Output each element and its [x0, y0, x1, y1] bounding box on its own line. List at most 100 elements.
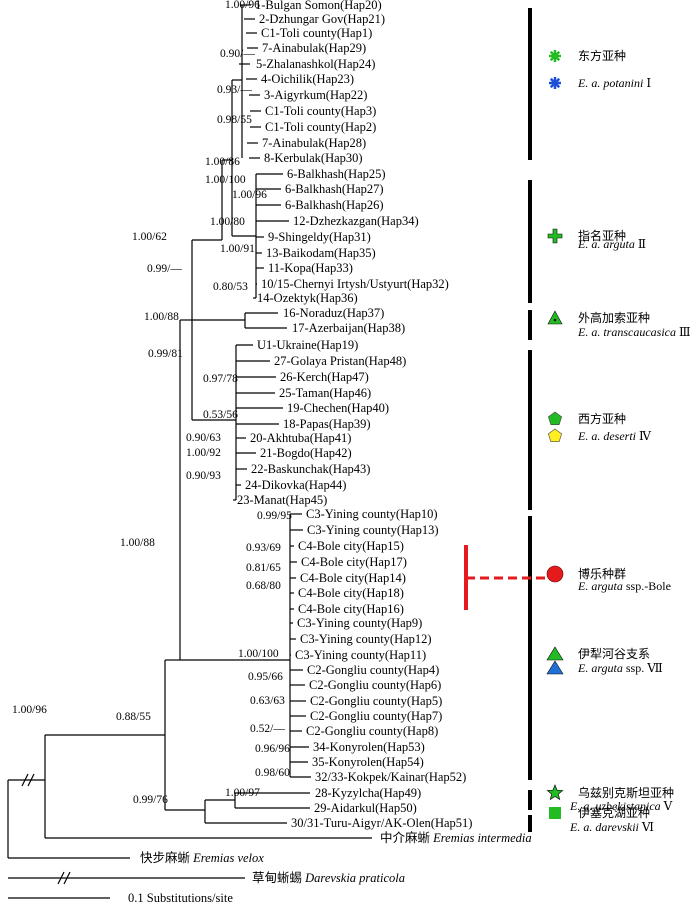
pentagon-icon — [547, 428, 563, 442]
tip-label: C1-Toli county(Hap2) — [265, 120, 376, 134]
asterisk-icon — [549, 50, 561, 62]
tip-label: 2-Dzhungar Gov(Hap21) — [259, 12, 385, 26]
group-latin-name: E. a. potanini Ⅰ — [577, 76, 651, 90]
tip-label: 20-Akhtuba(Hap41) — [250, 431, 351, 445]
tip-label: 14-Ozektyk(Hap36) — [257, 291, 358, 305]
group-roman-number: Ⅶ — [644, 661, 663, 675]
group-latin-name: E. a. uzbekistanica Ⅴ — [569, 799, 673, 813]
group-roman-number: Ⅵ — [639, 820, 654, 834]
group-latin-binomial: E. a. potanini — [577, 76, 643, 90]
support-value: 0.99/— — [147, 263, 182, 275]
support-value: 0.88/55 — [116, 711, 151, 723]
support-values: 1.00/960.90/—0.93/—0.98/551.00/861.00/10… — [12, 0, 292, 806]
tip-label: 23-Manat(Hap45) — [237, 493, 327, 507]
outgroup-label: 草甸蜥蜴 Darevskia praticola — [252, 870, 405, 885]
circle-icon — [546, 565, 564, 583]
group-latin-binomial: E. arguta — [577, 579, 623, 593]
group-latin-binomial: E. a. transcaucasica — [577, 325, 676, 339]
tip-label: 3-Aigyrkum(Hap22) — [264, 88, 367, 102]
support-value: 1.00/96 — [12, 704, 47, 716]
support-value: 1.00/92 — [186, 447, 221, 459]
group-roman-number: Ⅰ — [643, 76, 651, 90]
outgroup-chinese: 中介麻蜥 — [380, 830, 433, 845]
scale-bar-label: 0.1 Substitutions/site — [128, 891, 233, 905]
group-roman-number: Ⅱ — [635, 237, 646, 251]
tip-label: 24-Dikovka(Hap44) — [245, 478, 346, 492]
tip-label: 6-Balkhash(Hap27) — [285, 182, 384, 196]
star-icon — [546, 784, 564, 801]
tip-label: 9-Shingeldy(Hap31) — [268, 230, 371, 244]
triangle-icon — [546, 660, 564, 675]
tip-label: C2-Gongliu county(Hap7) — [310, 709, 442, 723]
tip-label: C4-Bole city(Hap16) — [298, 602, 404, 616]
triangle-icon — [546, 646, 564, 661]
support-value: 0.95/66 — [248, 671, 283, 683]
support-value: 1.00/96 — [232, 189, 267, 201]
tip-label: C3-Yining county(Hap12) — [300, 632, 432, 646]
tip-label: C1-Toli county(Hap1) — [261, 26, 372, 40]
outgroup-latin: Darevskia praticola — [304, 871, 405, 885]
tip-label: C2-Gongliu county(Hap5) — [310, 694, 442, 708]
tip-label: 8-Kerbulak(Hap30) — [264, 151, 363, 165]
support-value: 0.99/95 — [257, 510, 292, 522]
support-value: 0.93/— — [217, 84, 252, 96]
tip-label: 12-Dzhezkazgan(Hap34) — [293, 214, 419, 228]
group-roman-number: Ⅳ — [636, 429, 652, 443]
tip-label: 17-Azerbaijan(Hap38) — [292, 321, 405, 335]
outgroup-latin: Eremias velox — [192, 851, 264, 865]
tip-label: C3-Yining county(Hap13) — [307, 523, 439, 537]
group-latin-name: E. a. deserti Ⅳ — [577, 429, 652, 443]
tip-label: 13-Baikodam(Hap35) — [266, 246, 376, 260]
support-value: 0.93/69 — [246, 542, 281, 554]
group-chinese-name: 西方亚种 — [578, 411, 626, 426]
tip-label: 11-Kopa(Hap33) — [268, 261, 353, 275]
tip-label: 18-Papas(Hap39) — [283, 417, 370, 431]
tip-label: 27-Golaya Pristan(Hap48) — [274, 354, 406, 368]
support-value: 0.90/93 — [186, 470, 221, 482]
tip-label: 26-Kerch(Hap47) — [280, 370, 369, 384]
outgroup-latin: Eremias intermedia — [432, 831, 531, 845]
support-value: 0.97/78 — [203, 373, 238, 385]
support-value: 0.90/— — [220, 48, 255, 60]
tip-label: 1-Bulgan Somon(Hap20) — [255, 0, 382, 12]
group-latin-name: E. a. darevskii Ⅵ — [569, 820, 654, 834]
tip-label: C2-Gongliu county(Hap4) — [307, 663, 439, 677]
support-value: 1.00/100 — [205, 174, 246, 186]
group-latin-name: E. arguta ssp.-Bole — [577, 579, 671, 593]
group-chinese-name: 东方亚种 — [578, 48, 626, 63]
group-latin-binomial: E. arguta — [577, 661, 623, 675]
outgroup-label: 快步麻蜥 Eremias velox — [140, 850, 264, 865]
outgroup-chinese: 快步麻蜥 — [140, 850, 193, 865]
tip-label: C2-Gongliu county(Hap8) — [306, 724, 438, 738]
tip-label: 28-Kyzylcha(Hap49) — [315, 786, 421, 800]
tip-label: C1-Toli county(Hap3) — [265, 104, 376, 118]
support-value: 1.00/80 — [210, 216, 245, 228]
tip-label: C3-Yining county(Hap10) — [306, 507, 438, 521]
support-value: 0.80/53 — [213, 281, 248, 293]
support-value: 1.00/100 — [238, 648, 279, 660]
support-value: 1.00/91 — [220, 243, 255, 255]
support-value: 0.81/65 — [246, 562, 281, 574]
group-latin-binomial: E. a. uzbekistanica — [569, 799, 661, 813]
support-value: 0.52/— — [250, 723, 285, 735]
support-value: 0.99/81 — [148, 348, 183, 360]
pentagon-icon — [547, 411, 563, 425]
tip-label: 32/33-Kokpek/Kainar(Hap52) — [315, 770, 466, 784]
group-latin-binomial: E. a. deserti — [577, 429, 636, 443]
square-icon — [549, 807, 561, 819]
tip-label: 35-Konyrolen(Hap54) — [312, 755, 424, 769]
outgroup-labels: 中介麻蜥 Eremias intermedia 快步麻蜥 Eremias velo… — [140, 830, 532, 885]
tip-label: 16-Noraduz(Hap37) — [283, 306, 384, 320]
support-value: 0.68/80 — [246, 580, 281, 592]
group-latin-binomial: E. a. darevskii — [569, 820, 639, 834]
break-mark — [63, 871, 71, 885]
tip-label: C4-Bole city(Hap15) — [298, 539, 404, 553]
tip-label: 30/31-Turu-Aigyr/AK-Olen(Hap51) — [291, 816, 472, 830]
break-mark — [21, 773, 29, 787]
tip-label: 25-Taman(Hap46) — [279, 386, 371, 400]
group-chinese-name: 指名亚种 — [578, 228, 626, 243]
tip-label: U1-Ukraine(Hap19) — [257, 338, 358, 352]
tip-label: 19-Chechen(Hap40) — [287, 401, 389, 415]
group-chinese-name: 伊塞克湖亚种 — [578, 805, 650, 820]
